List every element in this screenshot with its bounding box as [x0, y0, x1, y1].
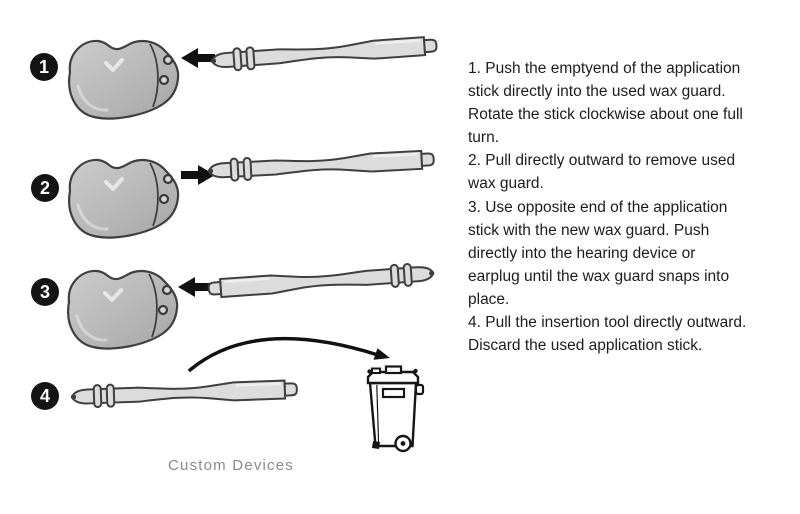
badge-circle [30, 53, 58, 81]
step-4-badge: 4 [31, 382, 59, 410]
instruction-line: stick directly into the used wax guard. [468, 83, 726, 101]
instruction-line: 4. Pull the insertion tool directly outw… [468, 314, 747, 332]
hearing-device-icon [66, 268, 180, 351]
badge-circle [31, 174, 59, 202]
hearing-device-icon [67, 38, 181, 121]
instruction-line: directly into the hearing device or [468, 244, 696, 262]
push-arrow-icon [178, 277, 212, 297]
badge-number: 3 [40, 282, 50, 302]
instruction-line: place. [468, 290, 510, 308]
instruction-line: Rotate the stick clockwise about one ful… [468, 106, 743, 124]
step-3-illustration: 3 [31, 260, 437, 351]
hearing-device-icon [67, 157, 181, 240]
application-stick-icon [206, 146, 436, 184]
instruction-line: earplug until the wax guard snaps into [468, 267, 730, 285]
diagram-illustration: 1 2 3 [30, 33, 439, 474]
badge-number: 2 [40, 178, 50, 198]
step-2-illustration: 2 [31, 146, 436, 240]
application-stick-icon [208, 33, 439, 74]
instruction-line: stick with the new wax guard. Push [468, 221, 710, 239]
instruction-line: wax guard. [468, 175, 544, 193]
badge-circle [31, 278, 59, 306]
instruction-line: Discard the used application stick. [468, 337, 703, 355]
trash-bin-icon [366, 365, 425, 453]
badge-number: 4 [40, 386, 50, 406]
badge-circle [31, 382, 59, 410]
discard-arrow-icon [188, 336, 390, 372]
application-stick-icon [206, 260, 437, 302]
step-1-badge: 1 [30, 53, 58, 81]
step-3-badge: 3 [31, 278, 59, 306]
instruction-line: 2. Pull directly outward to remove used [468, 152, 736, 170]
step-2-badge: 2 [31, 174, 59, 202]
instruction-line: 3. Use opposite end of the application [468, 198, 728, 216]
push-arrow-icon [181, 48, 215, 68]
instructions-text: 1. Push the emptyend of the application … [468, 57, 798, 357]
step-4-illustration: 4 [31, 336, 425, 453]
application-stick-icon [69, 376, 299, 410]
badge-number: 1 [39, 57, 49, 77]
diagram-caption: Custom Devices [168, 457, 294, 474]
instruction-line: turn. [468, 129, 500, 147]
step-1-illustration: 1 [30, 33, 439, 121]
instruction-line: 1. Push the emptyend of the application [468, 60, 741, 77]
